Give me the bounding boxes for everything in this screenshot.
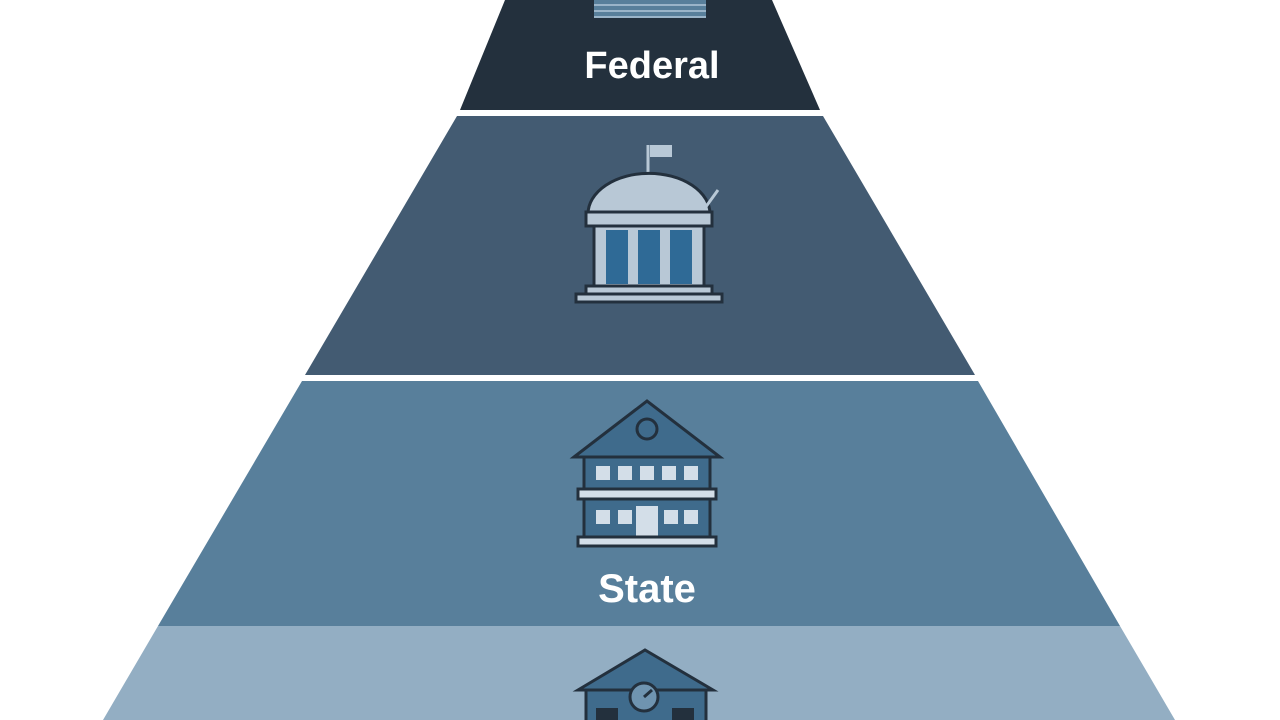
tier-capitol (305, 116, 975, 375)
local-building-icon (572, 648, 719, 720)
state-building-icon (569, 399, 725, 548)
tier-federal-label: Federal (584, 45, 719, 87)
capitol-dome-icon (574, 145, 724, 304)
stacked-lines-icon (594, 0, 706, 18)
tier-federal: Federal (460, 0, 820, 110)
tier-state-label: State (598, 567, 696, 611)
tier-state: State (158, 381, 1120, 626)
tier-federal-band (460, 0, 820, 110)
tier-separator (302, 375, 978, 381)
tier-local (103, 626, 1175, 720)
tier-separator (457, 110, 823, 116)
